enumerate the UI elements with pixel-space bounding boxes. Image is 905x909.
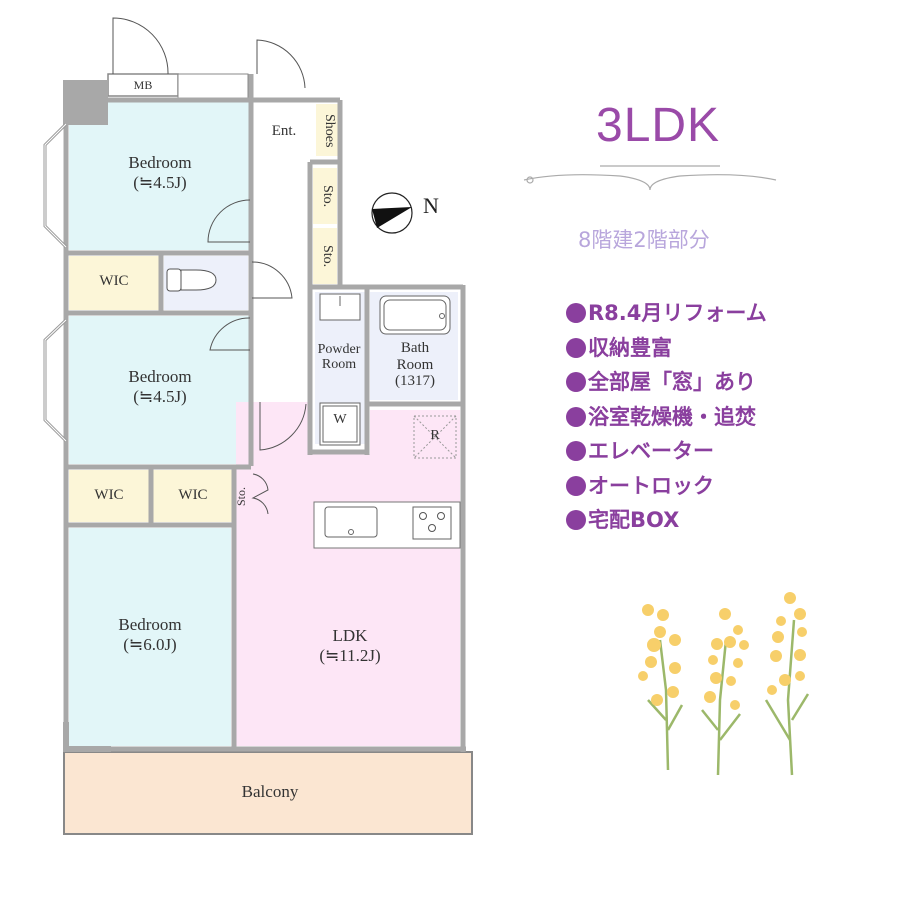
room-size: (≒4.5J)	[133, 387, 187, 407]
ldk-label: LDK (≒11.2J)	[290, 626, 410, 667]
toilet-icon	[166, 268, 217, 292]
feature-item: エレベーター	[566, 434, 767, 469]
powder-room-label: Powder Room	[317, 342, 361, 373]
feature-item: オートロック	[566, 469, 767, 504]
room-size: (≒4.5J)	[133, 173, 187, 193]
feature-text: 浴室乾燥機・追焚	[588, 404, 756, 429]
fridge-space	[413, 415, 457, 459]
feature-item: 収納豊富	[566, 331, 767, 366]
mb-label: MB	[133, 78, 153, 92]
feature-item: 全部屋「窓」あり	[566, 365, 767, 400]
bedroom-1-area	[69, 102, 249, 250]
walls	[63, 74, 466, 752]
compass-north-label: N	[423, 193, 439, 218]
ornament-divider	[523, 165, 777, 191]
shoes-label: Shoes	[322, 114, 337, 148]
layout-type-title: 3LDK	[596, 99, 721, 152]
room-size: (≒11.2J)	[319, 646, 381, 666]
wic-2-area	[69, 470, 149, 522]
storage-1-label: Sto.	[320, 184, 335, 208]
stove-icon	[412, 506, 452, 540]
feature-list: R8.4月リフォーム 収納豊富 全部屋「窓」あり 浴室乾燥機・追焚 エレベーター…	[566, 296, 767, 538]
flowers-decoration	[638, 592, 810, 776]
bullet-icon	[566, 510, 586, 530]
feature-item: 浴室乾燥機・追焚	[566, 400, 767, 435]
storage-2-area	[313, 228, 337, 284]
bullet-icon	[566, 372, 586, 392]
bedroom-2-label: Bedroom (≒4.5J)	[100, 367, 220, 408]
wic-1-label: WIC	[99, 273, 129, 289]
washer-label: W	[333, 412, 347, 427]
bathtub-icon	[379, 295, 451, 335]
room-name: LDK	[332, 626, 368, 645]
feature-text: 全部屋「窓」あり	[588, 370, 756, 394]
storage-1-area	[313, 168, 337, 224]
room-name: Bedroom	[128, 367, 192, 386]
bedroom-1-label: Bedroom (≒4.5J)	[100, 153, 220, 194]
ldk-area	[236, 402, 460, 746]
feature-item: R8.4月リフォーム	[566, 296, 767, 331]
room-size: (≒6.0J)	[123, 635, 177, 655]
bath-room-label: Bath Room (1317)	[395, 340, 435, 389]
bullet-icon	[566, 441, 586, 461]
wic-2-label: WIC	[94, 487, 124, 503]
wic-3-area	[153, 470, 233, 522]
bedroom-3-label: Bedroom (≒6.0J)	[90, 615, 210, 656]
storage-3-label: Sto.	[234, 486, 248, 506]
feature-text: 宅配BOX	[588, 508, 680, 532]
storage-2-label: Sto.	[320, 244, 335, 268]
bullet-icon	[566, 406, 586, 427]
bullet-icon	[566, 337, 586, 358]
bedroom-2-area	[69, 316, 249, 464]
room-name: Bedroom	[118, 615, 182, 634]
compass-icon	[371, 192, 413, 234]
balcony-area	[63, 751, 473, 835]
wic-1-area	[69, 256, 159, 310]
building-info: 8階建2階部分	[578, 228, 710, 252]
feature-text: R8.4月リフォーム	[588, 301, 767, 325]
entrance-area	[256, 102, 312, 162]
kitchen-sink-icon	[324, 506, 378, 538]
balcony-label: Balcony	[241, 782, 299, 801]
wic-3-label: WIC	[178, 487, 208, 503]
feature-text: オートロック	[588, 473, 714, 498]
fridge-label: R	[430, 428, 440, 443]
door-swings	[112, 17, 307, 515]
bullet-icon	[566, 475, 586, 496]
room-name: Bedroom	[128, 153, 192, 172]
shoes-area	[316, 104, 338, 156]
washer-icon	[319, 402, 361, 446]
entrance-label: Ent.	[271, 123, 297, 139]
feature-item: 宅配BOX	[566, 503, 767, 538]
bedroom-3-area	[69, 528, 231, 746]
bay-windows	[43, 122, 68, 443]
sink-icon	[319, 293, 361, 321]
bullet-icon	[566, 303, 586, 323]
feature-text: 収納豊富	[588, 335, 672, 360]
feature-text: エレベーター	[588, 439, 714, 463]
